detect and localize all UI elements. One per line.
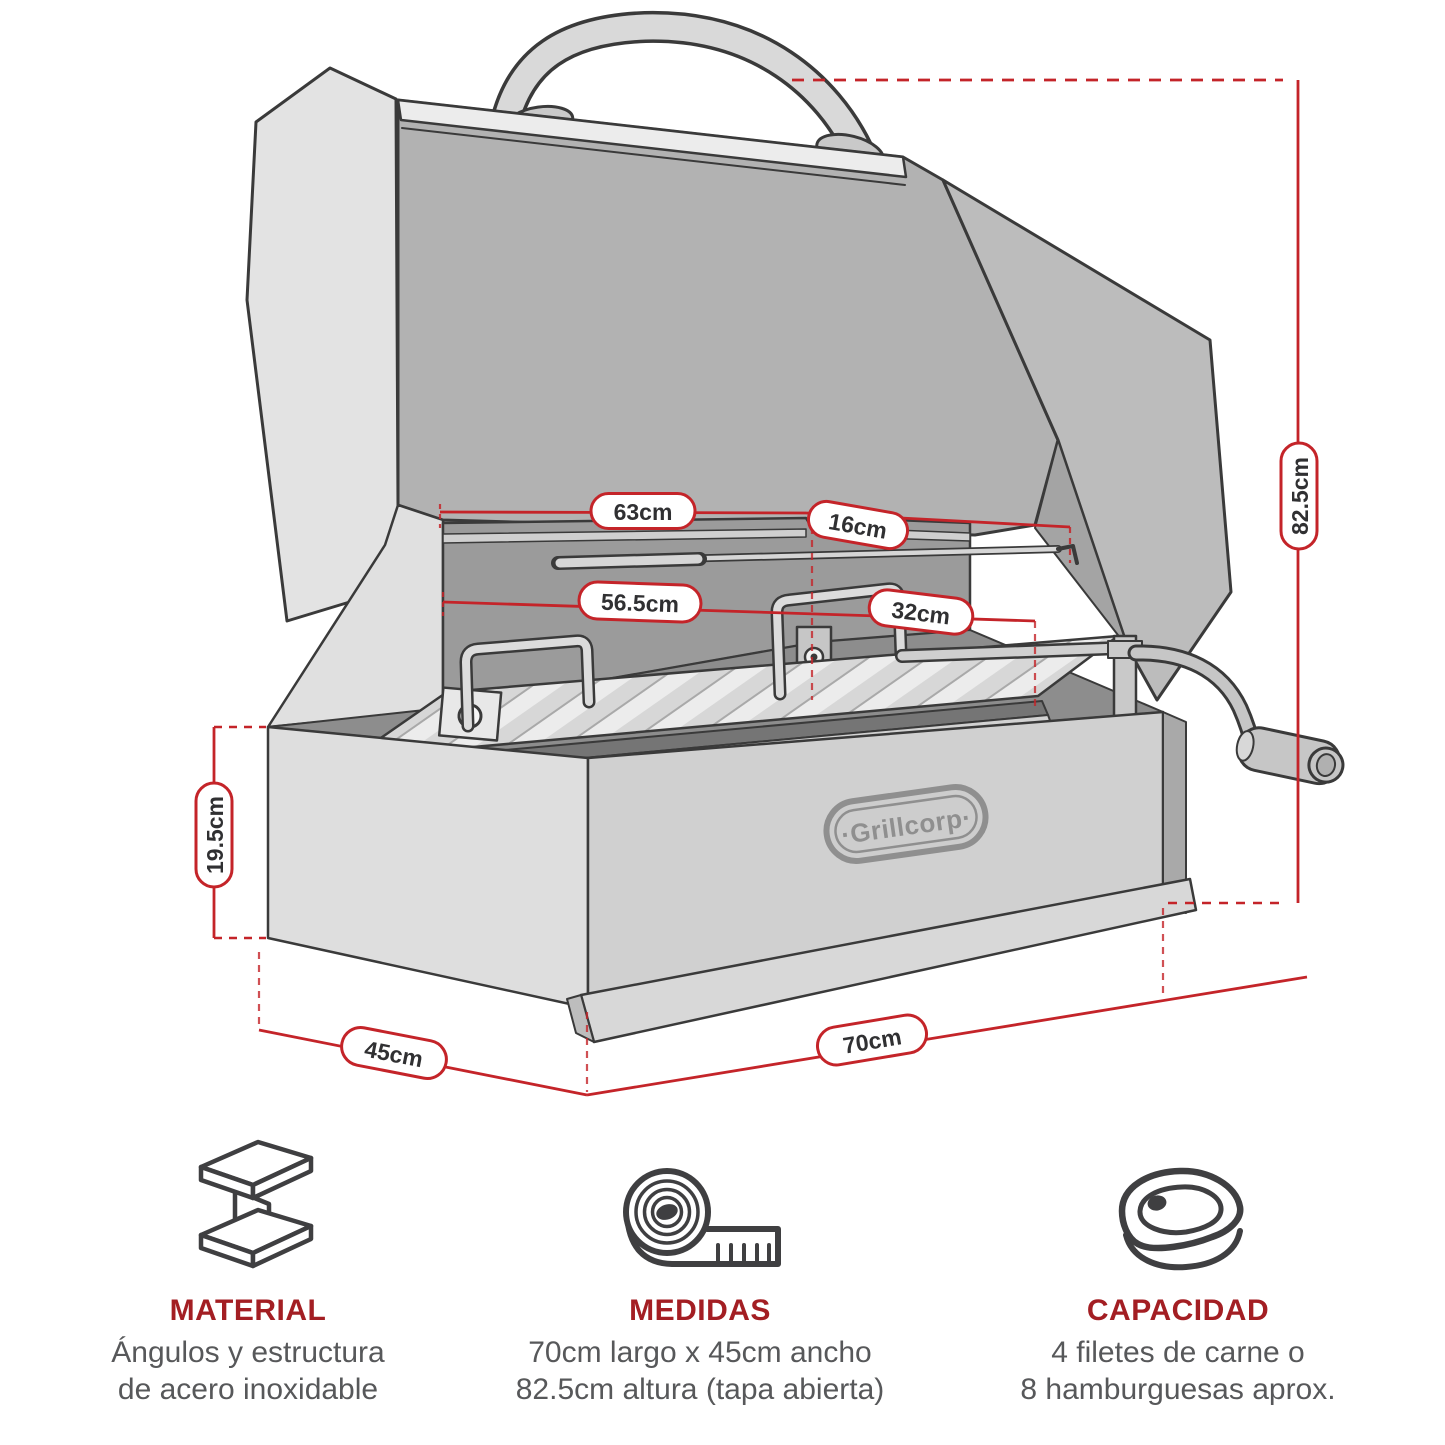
section-medidas-title: MEDIDAS: [629, 1294, 771, 1327]
dim-pill-19-5cm: 19.5cm: [194, 781, 234, 889]
tape-measure-icon: [623, 1168, 781, 1267]
dim-label-56-5cm: 56.5cm: [601, 589, 680, 618]
crank-mechanism: [895, 634, 1345, 786]
dimension-pills: 63cm 16cm 56.5cm 32cm 82.5cm 19.5cm 45cm: [194, 441, 1319, 1080]
logo-badge: ·Grillcorp·: [823, 784, 989, 864]
steak-icon: [1118, 1167, 1243, 1271]
lid-open: [245, 66, 1233, 724]
lid-right-shadow: [1034, 439, 1129, 649]
dim-pill-16cm: 16cm: [806, 499, 910, 551]
dim-label-82-5cm: 82.5cm: [1287, 457, 1313, 535]
lid-rim: [396, 98, 908, 179]
dim-label-63cm: 63cm: [614, 499, 673, 525]
dim-label-19-5cm: 19.5cm: [202, 796, 228, 874]
crank-wood-handle: [1235, 726, 1345, 786]
dim-pill-32cm: 32cm: [867, 588, 975, 636]
section-material-title: MATERIAL: [169, 1294, 327, 1327]
i-beam-icon: [198, 1139, 314, 1269]
section-capacidad-title: CAPACIDAD: [1086, 1294, 1270, 1327]
dim-pill-45cm: 45cm: [340, 1026, 448, 1080]
dim-pill-70cm: 70cm: [815, 1013, 929, 1067]
base-box: ·Grillcorp·: [266, 710, 1198, 1044]
dim-pill-82-5cm: 82.5cm: [1279, 441, 1319, 551]
dim-pill-56-5cm: 56.5cm: [577, 580, 703, 624]
base-left-face: [266, 725, 590, 1010]
dim-pill-63cm: 63cm: [589, 492, 697, 530]
grill-illustration: ·Grillcorp·: [245, 10, 1345, 1044]
skewer-rod: [551, 544, 1079, 570]
